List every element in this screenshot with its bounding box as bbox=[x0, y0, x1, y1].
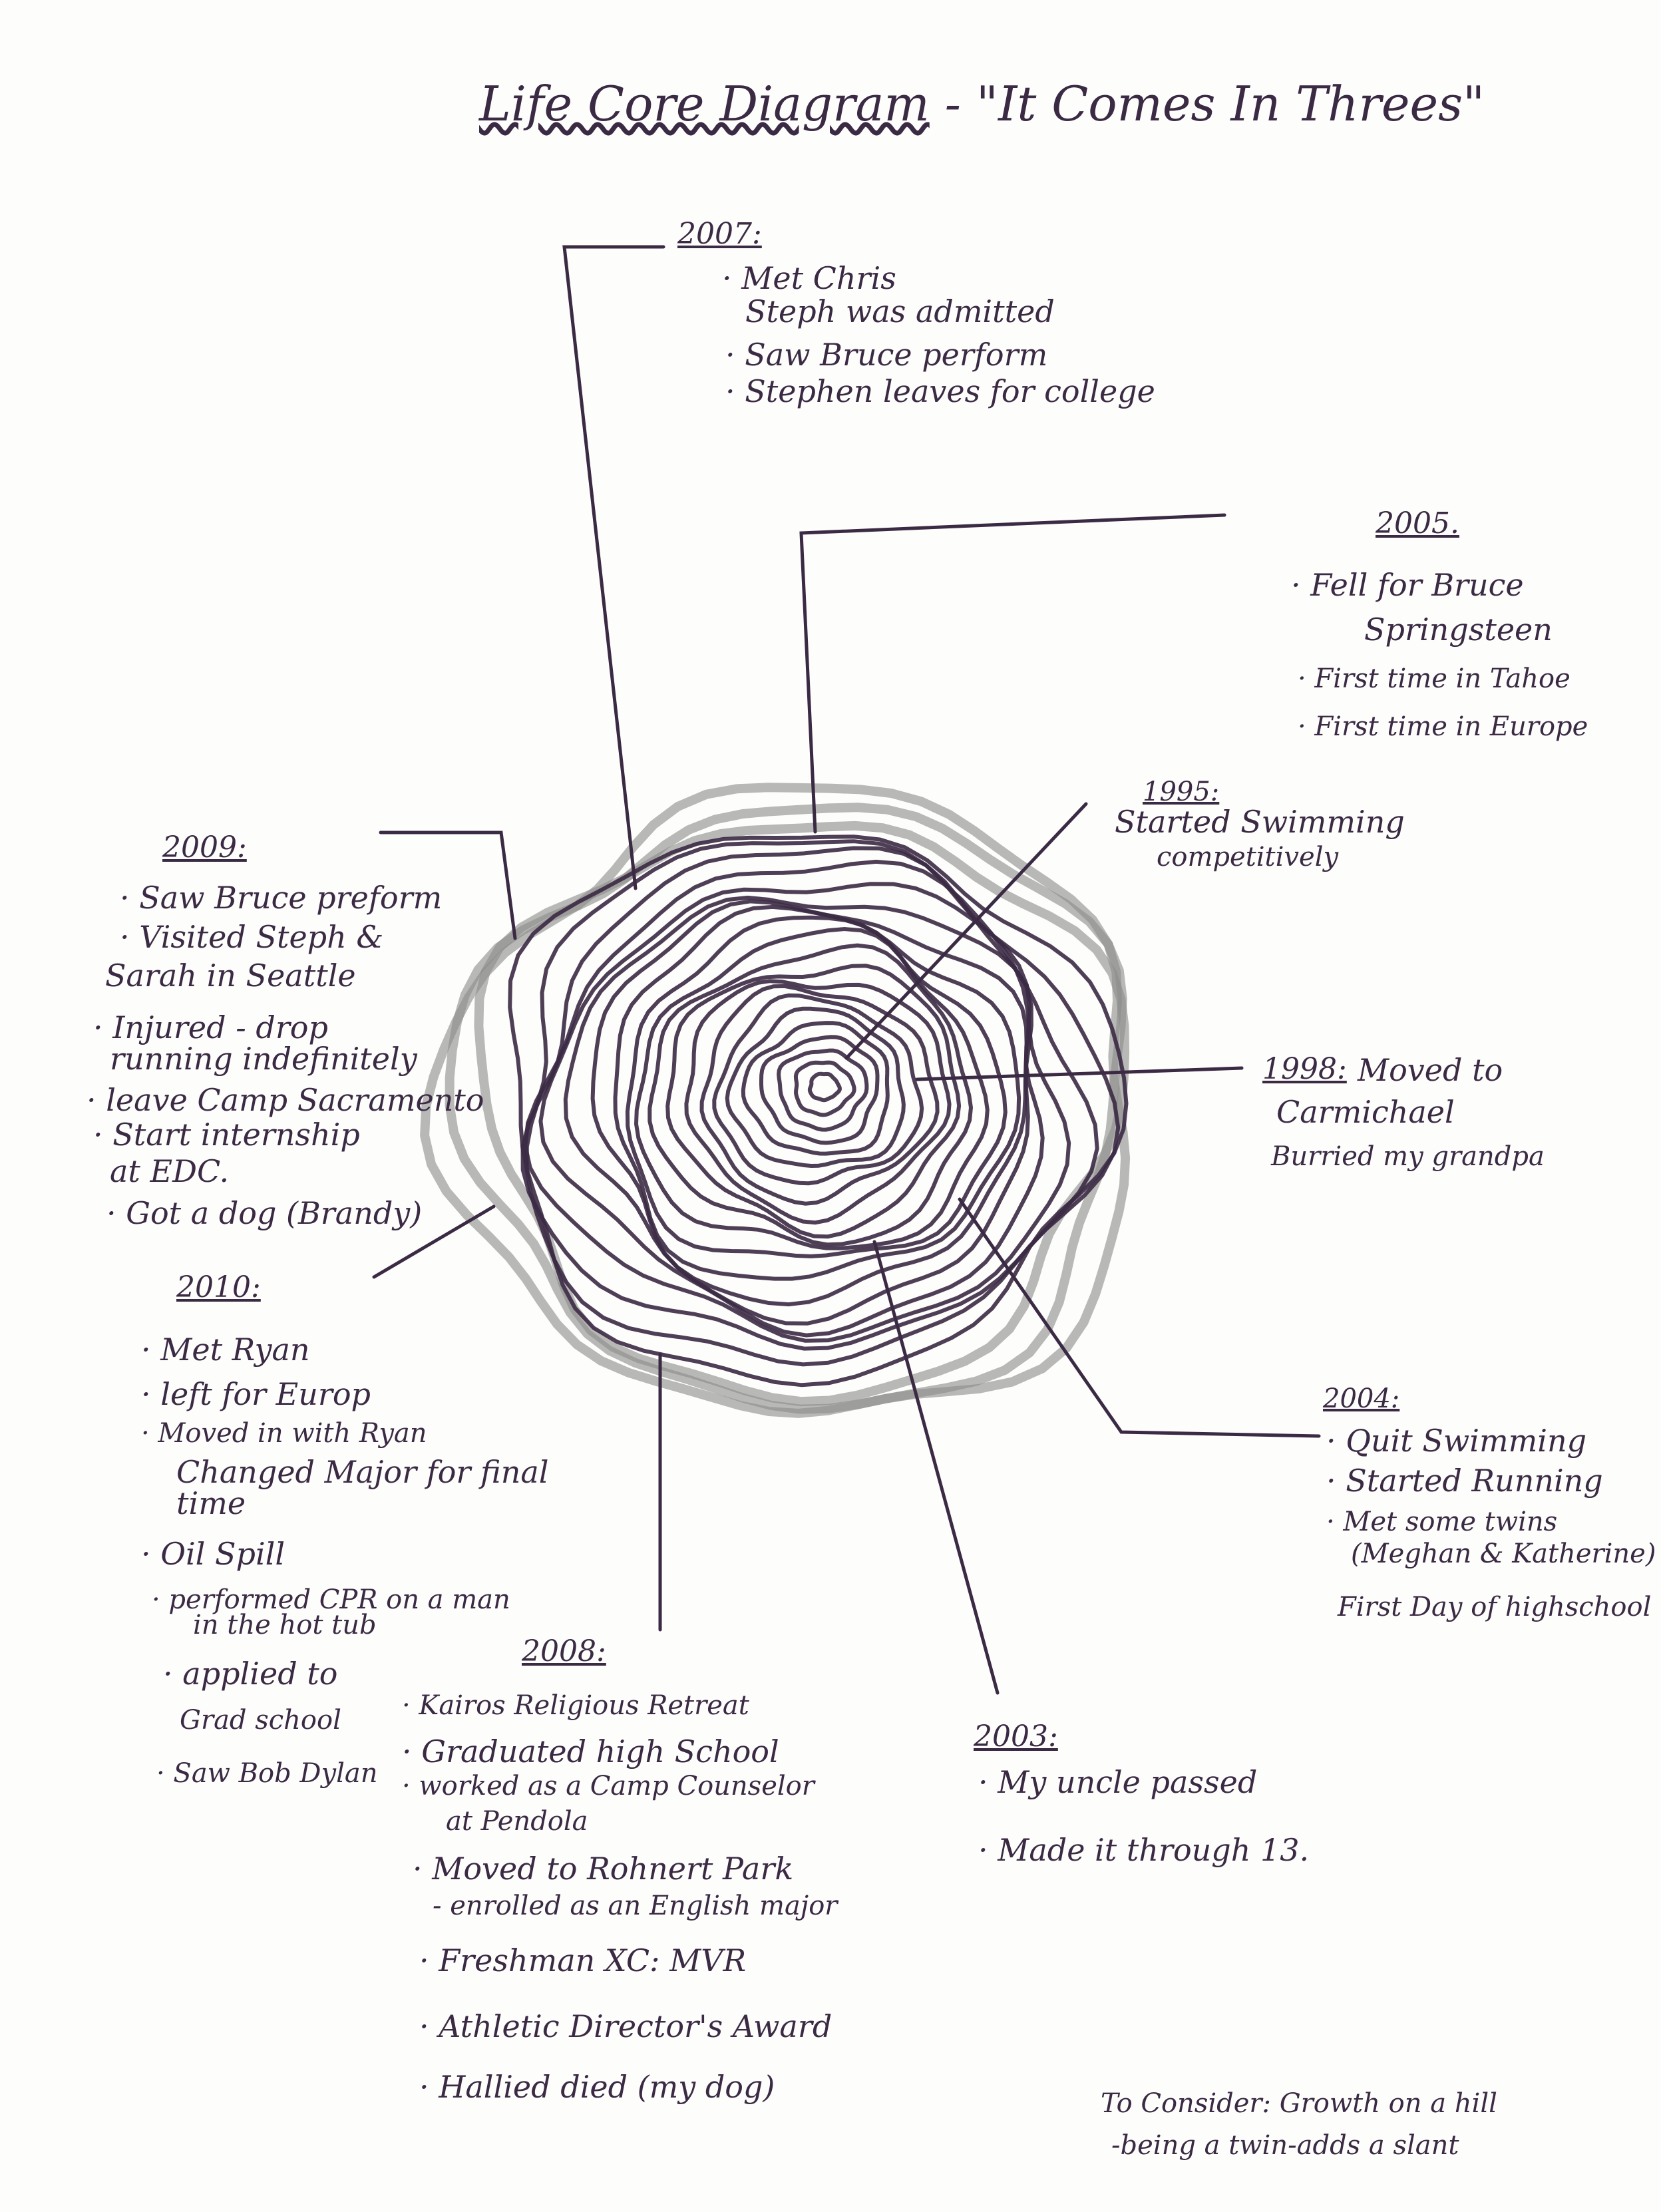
tree-ring bbox=[590, 899, 1029, 1307]
event-2010-9: · applied to bbox=[163, 1656, 338, 1692]
tree-ring bbox=[777, 1048, 869, 1132]
event-2010-6: · Oil Spill bbox=[141, 1536, 285, 1572]
event-2008-4: at Pendola bbox=[446, 1806, 588, 1837]
event-2008-7: · Freshman XC: MVR bbox=[419, 1942, 747, 1978]
event-2004-2: · Started Running bbox=[1326, 1463, 1603, 1499]
event-2008-5: · Moved to Rohnert Park bbox=[413, 1851, 794, 1887]
event-2010-10: Grad school bbox=[180, 1705, 341, 1736]
event-2007-1: · Met Chris bbox=[722, 260, 896, 296]
event-2007-3: · Saw Bruce perform bbox=[725, 337, 1048, 373]
tree-ring bbox=[759, 1035, 880, 1145]
event-2010-7: · performed CPR on a man bbox=[152, 1584, 510, 1615]
title-subtitle: - "It Comes In Threes" bbox=[944, 76, 1485, 132]
event-2010-5: time bbox=[176, 1485, 246, 1521]
event-2007-2: Steph was admitted bbox=[745, 293, 1055, 329]
tree-ring bbox=[741, 1021, 890, 1156]
event-2009-5: running indefinitely bbox=[110, 1041, 417, 1077]
tree-ring bbox=[613, 904, 1021, 1281]
year-label-2009: 2009: bbox=[162, 830, 247, 864]
tree-ring bbox=[523, 859, 1071, 1343]
event-2009-4: · Injured - drop bbox=[93, 1010, 328, 1045]
event-2010-11: · Saw Bob Dylan bbox=[156, 1758, 378, 1789]
event-2004-5: First Day of highschool bbox=[1338, 1592, 1652, 1622]
event-2010-4: Changed Major for final bbox=[176, 1454, 549, 1490]
event-1998-2: Carmichael bbox=[1276, 1094, 1455, 1130]
tree-ring bbox=[420, 783, 1131, 1418]
event-2010-2: · left for Europ bbox=[141, 1376, 371, 1412]
event-2009-2: · Visited Steph & bbox=[120, 919, 384, 955]
event-1998-3: Burried my grandpa bbox=[1271, 1141, 1545, 1172]
leader-line-1998 bbox=[915, 1066, 1244, 1081]
event-2008-3: · worked as a Camp Counselor bbox=[402, 1771, 815, 1801]
event-2010-1: · Met Ryan bbox=[141, 1332, 310, 1368]
event-1995-1: Started Swimming bbox=[1115, 804, 1405, 840]
event-2010-8: in the hot tub bbox=[193, 1610, 377, 1640]
year-label-2007: 2007: bbox=[677, 217, 762, 251]
event-2009-6: · leave Camp Sacramento bbox=[87, 1082, 484, 1118]
event-2009-1: · Saw Bruce preform bbox=[120, 880, 443, 916]
tree-ring bbox=[445, 803, 1127, 1414]
event-2007-4: · Stephen leaves for college bbox=[725, 373, 1155, 409]
event-2008-9: · Hallied died (my dog) bbox=[419, 2069, 775, 2105]
tree-ring bbox=[474, 821, 1130, 1407]
event-2009-7: · Start internship bbox=[93, 1117, 360, 1153]
event-1998-1: Moved to bbox=[1358, 1052, 1503, 1088]
tree-rings bbox=[420, 783, 1131, 1418]
event-2003-1: · My uncle passed bbox=[978, 1764, 1258, 1800]
tree-ring bbox=[712, 993, 924, 1186]
event-2004-4: (Meghan & Katherine) bbox=[1351, 1539, 1656, 1569]
year-label-1998: 1998: bbox=[1262, 1052, 1347, 1086]
tree-ring bbox=[647, 943, 974, 1247]
leader-line-2007 bbox=[562, 245, 665, 890]
leader-line-1995 bbox=[844, 802, 1088, 1060]
tree-ring bbox=[793, 1060, 856, 1117]
tree-ring bbox=[520, 846, 1099, 1351]
event-2004-1: · Quit Swimming bbox=[1326, 1423, 1587, 1459]
tree-ring bbox=[725, 1006, 906, 1169]
note-line-1: To Consider: Growth on a hill bbox=[1101, 2088, 1497, 2119]
year-label-2010: 2010: bbox=[176, 1270, 261, 1304]
event-2009-3: Sarah in Seattle bbox=[105, 958, 356, 994]
year-label-2008: 2008: bbox=[522, 1634, 606, 1668]
tree-ring bbox=[684, 979, 952, 1225]
event-2008-1: · Kairos Religious Retreat bbox=[402, 1690, 749, 1721]
event-2005-2: Springsteen bbox=[1364, 612, 1553, 647]
leader-line-2004 bbox=[958, 1197, 1321, 1438]
event-2009-8: at EDC. bbox=[110, 1153, 230, 1189]
tree-ring bbox=[508, 834, 1129, 1387]
event-2004-3: · Met some twins bbox=[1326, 1507, 1558, 1537]
event-2010-3: · Moved in with Ryan bbox=[141, 1418, 427, 1449]
title-main: Life Core Diagram bbox=[479, 76, 930, 132]
event-2008-6: - enrolled as an English major bbox=[433, 1891, 838, 1921]
year-label-1995: 1995: bbox=[1143, 777, 1220, 807]
leader-line-2005 bbox=[799, 513, 1226, 834]
year-label-2004: 2004: bbox=[1323, 1383, 1400, 1414]
tree-ring bbox=[699, 984, 940, 1206]
page-title: Life Core Diagram - "It Comes In Threes" bbox=[479, 80, 1485, 128]
event-2003-2: · Made it through 13. bbox=[978, 1832, 1310, 1868]
leader-line-2009 bbox=[379, 830, 517, 940]
note-line-2: -being a twin-adds a slant bbox=[1111, 2130, 1459, 2161]
tree-ring bbox=[634, 926, 990, 1250]
tree-ring bbox=[563, 895, 1033, 1326]
event-2005-4: · First time in Europe bbox=[1298, 711, 1588, 742]
event-2005-1: · Fell for Bruce bbox=[1291, 567, 1524, 603]
tree-ring bbox=[807, 1071, 842, 1103]
leader-line-2003 bbox=[872, 1240, 1000, 1695]
event-2008-2: · Graduated high School bbox=[402, 1734, 779, 1769]
tree-ring bbox=[538, 882, 1045, 1338]
event-2008-8: · Athletic Director's Award bbox=[419, 2008, 832, 2044]
leader-line-2010 bbox=[372, 1204, 496, 1279]
event-2009-9: · Got a dog (Brandy) bbox=[106, 1195, 423, 1231]
tree-ring bbox=[625, 915, 1008, 1258]
tree-ring bbox=[665, 964, 962, 1239]
event-1995-2: competitively bbox=[1157, 842, 1339, 872]
year-label-2003: 2003: bbox=[974, 1720, 1058, 1753]
year-label-2005: 2005. bbox=[1376, 506, 1459, 540]
event-2005-3: · First time in Tahoe bbox=[1298, 663, 1570, 694]
